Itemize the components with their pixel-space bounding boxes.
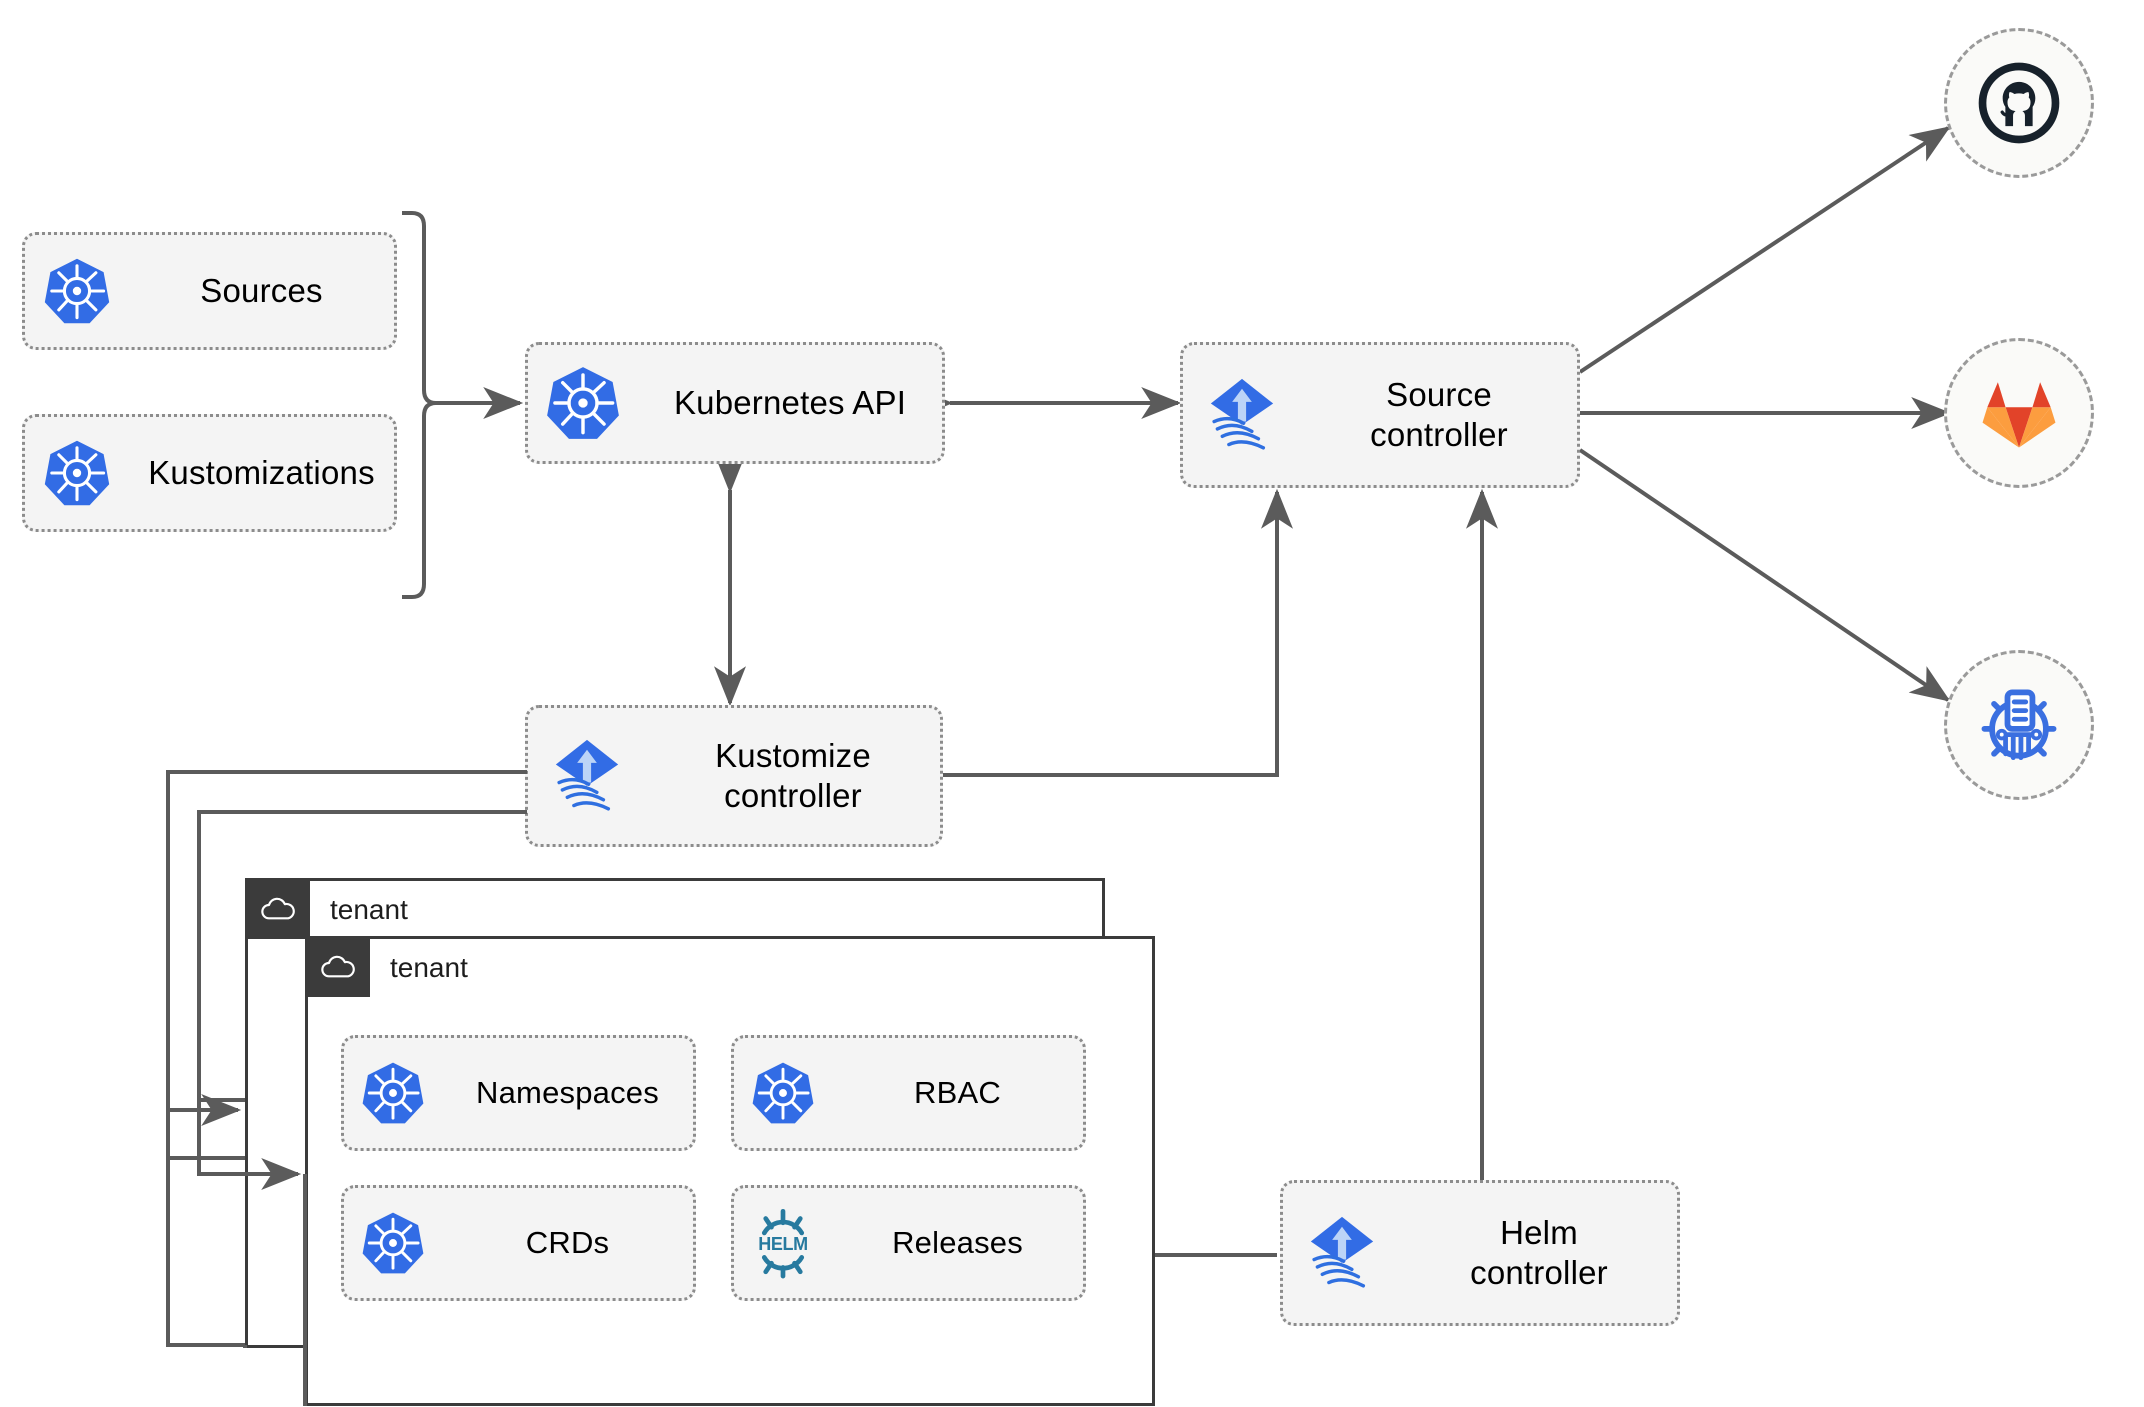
provider-helm-repository[interactable] [1944, 650, 2094, 800]
node-helm-controller[interactable]: Helm controller [1280, 1180, 1680, 1326]
node-kubernetes-api[interactable]: Kubernetes API [525, 342, 945, 464]
node-label: Kustomize controller [715, 736, 871, 814]
node-label: Namespaces [476, 1075, 659, 1111]
kubernetes-icon [344, 1210, 442, 1276]
helm-logo-icon: HELM [734, 1207, 832, 1279]
kubernetes-icon [344, 1060, 442, 1126]
custom-resources-brace [402, 211, 437, 599]
flux-icon [1283, 1212, 1401, 1294]
tenant-titlebar: tenant [308, 939, 468, 997]
kubernetes-icon [25, 438, 129, 508]
provider-github[interactable] [1944, 28, 2094, 178]
node-label: RBAC [914, 1075, 1001, 1111]
node-label: Sources [200, 271, 323, 309]
node-releases[interactable]: HELM Releases [731, 1185, 1086, 1301]
provider-gitlab[interactable] [1944, 338, 2094, 488]
tenant-label: tenant [390, 952, 468, 983]
kubernetes-icon [528, 364, 638, 442]
node-label: Kustomizations [148, 453, 375, 491]
node-kustomize-controller[interactable]: Kustomize controller [525, 705, 943, 847]
node-kustomizations[interactable]: Kustomizations [22, 414, 397, 532]
node-label: Source controller [1370, 375, 1508, 453]
node-label: CRDs [525, 1225, 610, 1261]
wire-source-helmrepo [1578, 448, 1951, 702]
node-label: Releases [892, 1225, 1023, 1261]
node-source-controller[interactable]: Source controller [1180, 342, 1580, 488]
tenant-label: tenant [330, 894, 408, 925]
wire-kustomize-source [942, 488, 1293, 777]
flux-icon [1183, 374, 1301, 456]
tenant-titlebar: tenant [248, 881, 408, 939]
node-label: Kubernetes API [673, 383, 907, 421]
node-crds[interactable]: CRDs [341, 1185, 696, 1301]
node-namespaces[interactable]: Namespaces [341, 1035, 696, 1151]
node-label: Helm controller [1470, 1213, 1608, 1291]
svg-text:HELM: HELM [758, 1234, 808, 1254]
cloud-icon [248, 881, 310, 939]
tenant-window-front[interactable]: tenant Namespaces [305, 936, 1155, 1406]
wire-tenant-back-lower-leg [166, 1110, 245, 1347]
github-icon [1978, 62, 2060, 144]
wire-source-github [1578, 126, 1951, 374]
helm-repository-icon [1981, 689, 2057, 761]
node-rbac[interactable]: RBAC [731, 1035, 1086, 1151]
node-sources[interactable]: Sources [22, 232, 397, 350]
cloud-icon [308, 939, 370, 997]
kubernetes-icon [734, 1060, 832, 1126]
flux-icon [528, 735, 646, 817]
gitlab-icon [1982, 382, 2056, 448]
kubernetes-icon [25, 256, 129, 326]
